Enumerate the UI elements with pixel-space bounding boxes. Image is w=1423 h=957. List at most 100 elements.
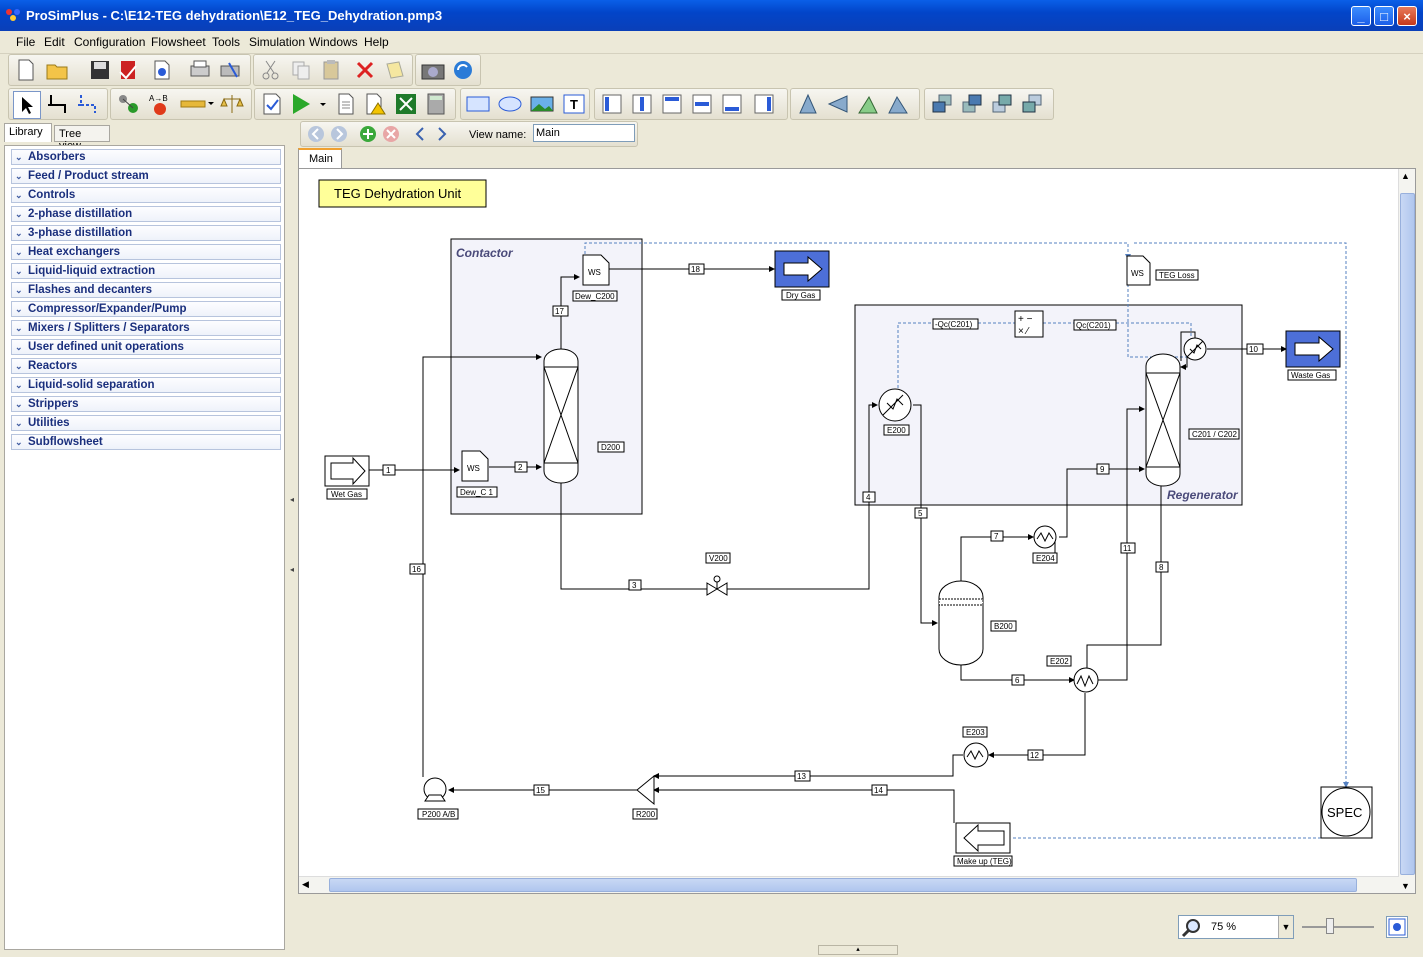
tab-main[interactable]: Main (298, 148, 342, 168)
delete-button[interactable] (352, 57, 378, 83)
library-item-liquid-solid[interactable]: ⌄Liquid-solid separation (11, 377, 281, 393)
menu-file[interactable]: File (16, 35, 36, 49)
library-item-user-defined[interactable]: ⌄User defined unit operations (11, 339, 281, 355)
library-item-strippers[interactable]: ⌄Strippers (11, 396, 281, 412)
print-button[interactable] (187, 57, 213, 83)
remove-view-button[interactable] (380, 123, 402, 145)
ellipse-tool-button[interactable] (497, 91, 523, 117)
flip-horizontal-button[interactable] (825, 91, 851, 117)
scroll-up-icon[interactable]: ▲ (1401, 171, 1410, 181)
bring-forward-button[interactable] (989, 91, 1015, 117)
condenser[interactable] (1183, 337, 1207, 361)
fit-to-window-button[interactable] (1386, 916, 1408, 938)
library-item-utilities[interactable]: ⌄Utilities (11, 415, 281, 431)
horizontal-scrollbar[interactable]: ◀ (299, 876, 1399, 893)
library-item-mixers[interactable]: ⌄Mixers / Splitters / Separators (11, 320, 281, 336)
update-button[interactable] (450, 57, 476, 83)
menu-tools[interactable]: Tools (212, 35, 241, 49)
next-view-button[interactable] (431, 123, 453, 145)
menu-edit[interactable]: Edit (44, 35, 65, 49)
library-item-2phase-distillation[interactable]: ⌄2-phase distillation (11, 206, 281, 222)
align-middle-button[interactable] (689, 91, 715, 117)
library-item-liquid-liquid[interactable]: ⌄Liquid-liquid extraction (11, 263, 281, 279)
send-back-button[interactable] (959, 91, 985, 117)
vertical-scroll-thumb[interactable] (1400, 193, 1415, 875)
library-item-reactors[interactable]: ⌄Reactors (11, 358, 281, 374)
dew-c1-sensor[interactable] (461, 450, 489, 482)
align-right-button[interactable] (751, 91, 777, 117)
bring-front-button[interactable] (929, 91, 955, 117)
dew-c200-sensor[interactable] (582, 254, 610, 286)
maximize-button[interactable]: □ (1374, 6, 1394, 26)
properties-button[interactable] (149, 57, 175, 83)
library-item-compressor[interactable]: ⌄Compressor/Expander/Pump (11, 301, 281, 317)
forward-view-button[interactable] (328, 123, 350, 145)
send-backward-button[interactable] (1019, 91, 1045, 117)
library-item-subflowsheet[interactable]: ⌄Subflowsheet (11, 434, 281, 450)
info-stream-tool-button[interactable] (75, 91, 101, 117)
warnings-button[interactable] (363, 91, 389, 117)
run-button[interactable] (289, 91, 329, 117)
e203-cooler[interactable] (963, 742, 989, 768)
bottom-splitter[interactable]: ▴ (818, 945, 898, 955)
library-item-flashes[interactable]: ⌄Flashes and decanters (11, 282, 281, 298)
calculator-unit[interactable] (1014, 310, 1044, 338)
panel-splitter[interactable]: ◂ ◂ (288, 145, 296, 950)
units-button[interactable] (179, 91, 215, 117)
report-button[interactable] (333, 91, 359, 117)
menu-help[interactable]: Help (364, 35, 389, 49)
tab-tree-view[interactable]: Tree view (54, 125, 110, 152)
vertical-scrollbar[interactable]: ▲ ▼ (1398, 169, 1415, 893)
cut-button[interactable] (258, 57, 284, 83)
rotate-left-button[interactable] (855, 91, 881, 117)
reactions-button[interactable]: A→B (147, 91, 173, 117)
library-item-feed-product[interactable]: ⌄Feed / Product stream (11, 168, 281, 184)
e202-exchanger[interactable] (1073, 667, 1099, 693)
view-name-input[interactable] (533, 124, 635, 142)
menu-flowsheet[interactable]: Flowsheet (151, 35, 206, 49)
r200-mixer[interactable] (636, 774, 655, 806)
menu-windows[interactable]: Windows (309, 35, 358, 49)
zoom-select[interactable]: 75 % ▼ (1178, 915, 1294, 939)
zoom-slider-thumb[interactable] (1326, 918, 1334, 934)
flip-vertical-button[interactable] (795, 91, 821, 117)
rotate-right-button[interactable] (885, 91, 911, 117)
scroll-down-icon[interactable]: ▼ (1401, 881, 1410, 891)
components-button[interactable] (115, 91, 141, 117)
c201-column[interactable] (1145, 353, 1181, 487)
minimize-button[interactable]: _ (1351, 6, 1371, 26)
horizontal-scroll-thumb[interactable] (329, 878, 1357, 892)
new-file-button[interactable] (13, 57, 39, 83)
align-center-button[interactable] (629, 91, 655, 117)
text-tool-button[interactable]: T (561, 91, 587, 117)
excel-export-button[interactable] (393, 91, 419, 117)
prev-view-button[interactable] (409, 123, 431, 145)
stream-tool-button[interactable] (45, 91, 71, 117)
e200-heater[interactable] (878, 388, 912, 422)
balance-button[interactable] (219, 91, 245, 117)
edit-notes-button[interactable] (382, 57, 408, 83)
zoom-dropdown-icon[interactable]: ▼ (1278, 916, 1293, 938)
e204-heater[interactable] (1033, 525, 1057, 549)
tab-library[interactable]: Library (4, 123, 52, 142)
open-file-button[interactable] (45, 57, 71, 83)
save-button[interactable] (87, 57, 113, 83)
align-top-button[interactable] (659, 91, 685, 117)
snapshot-button[interactable] (420, 57, 446, 83)
b200-vessel[interactable] (938, 580, 984, 666)
align-left-button[interactable] (599, 91, 625, 117)
library-item-controls[interactable]: ⌄Controls (11, 187, 281, 203)
copy-button[interactable] (288, 57, 314, 83)
print-setup-button[interactable] (217, 57, 243, 83)
add-view-button[interactable] (357, 123, 379, 145)
p200-pump[interactable] (423, 777, 447, 802)
align-bottom-button[interactable] (719, 91, 745, 117)
close-button[interactable]: × (1397, 6, 1417, 26)
library-item-3phase-distillation[interactable]: ⌄3-phase distillation (11, 225, 281, 241)
menu-simulation[interactable]: Simulation (249, 35, 306, 49)
calculator-button[interactable] (423, 91, 449, 117)
menu-configuration[interactable]: Configuration (74, 35, 146, 49)
check-button[interactable] (259, 91, 285, 117)
paste-button[interactable] (318, 57, 344, 83)
teg-loss-sensor[interactable] (1126, 255, 1151, 286)
